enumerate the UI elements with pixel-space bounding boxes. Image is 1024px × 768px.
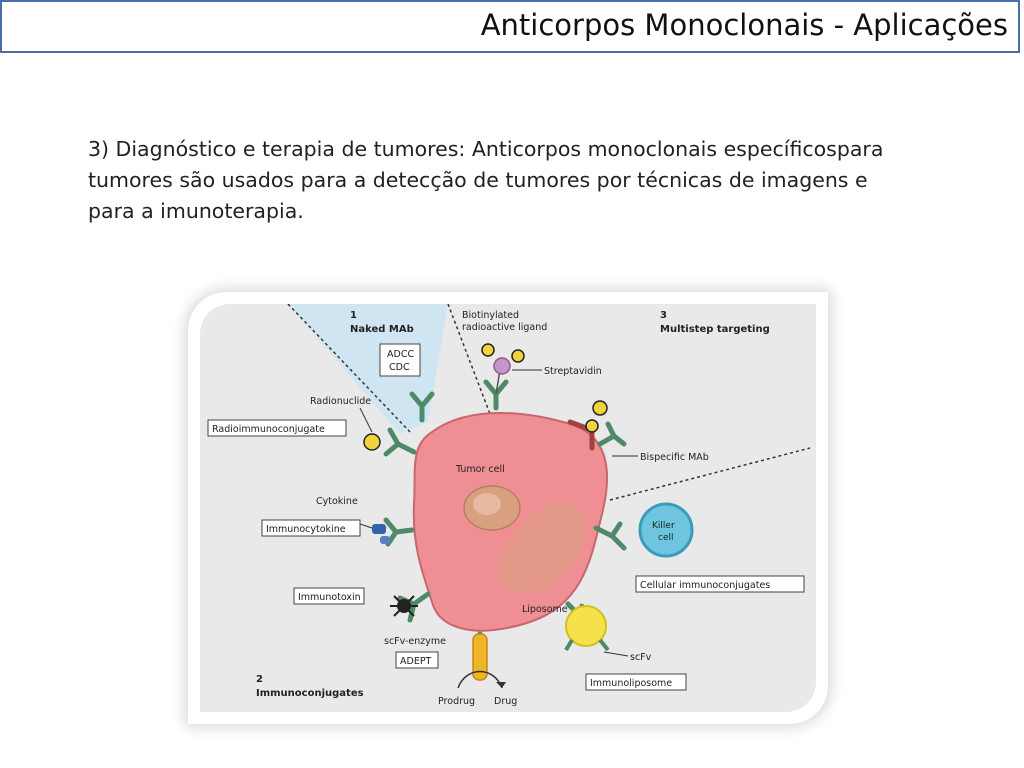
title-bar: Anticorpos Monoclonais - Aplicações <box>0 0 1020 53</box>
antibody-right-1 <box>593 521 627 551</box>
radioactive-ligand-icon-2 <box>511 349 525 363</box>
cellular-immunoconjugates-box <box>635 575 805 593</box>
figure-panel: 1 Naked MAb ADCC CDC Biotinylated radioa… <box>200 304 816 712</box>
antibody-top-2 <box>483 379 509 411</box>
bispecific-radionuclide-icon <box>592 400 608 416</box>
naked-mab-sector <box>288 304 448 434</box>
liposome-icon <box>565 605 607 647</box>
adept-box <box>395 651 439 669</box>
radioimmunoconjugate-label: Radioimmunoconjugate <box>212 424 325 435</box>
adcc-cdc-box <box>379 343 421 377</box>
section2-title: Immunoconjugates <box>256 688 364 699</box>
immunotoxin-label: Immunotoxin <box>298 592 361 603</box>
cytokine-label: Cytokine <box>316 496 358 507</box>
immunotoxin-box <box>293 587 365 605</box>
radionuclide-icon <box>363 433 381 451</box>
antibody-bispecific <box>597 421 627 447</box>
scfv-leader <box>603 651 629 657</box>
prodrug-label: Prodrug <box>438 696 475 707</box>
immunocytokine-label: Immunocytokine <box>266 524 346 535</box>
tumor-cell-shading <box>497 502 586 595</box>
bispecific-radionuclide-icon-2 <box>585 419 599 433</box>
cellular-immunoconjugates-label: Cellular immunoconjugates <box>640 580 770 591</box>
liposome-scfv <box>564 638 610 652</box>
section2-number: 2 <box>256 674 263 685</box>
cytokine-icon-2 <box>380 536 390 544</box>
antibody-left-1 <box>383 427 417 457</box>
radioactive-ligand-icon <box>481 343 495 357</box>
drug-label: Drug <box>494 696 517 707</box>
section1-title: Naked MAb <box>350 324 414 335</box>
section3-number: 3 <box>660 310 667 321</box>
biotinylated-label-line1: Biotinylated <box>462 310 519 321</box>
adept-label: ADEPT <box>400 656 432 667</box>
scfv-label: scFv <box>630 652 652 663</box>
immunocytokine-box <box>261 519 361 537</box>
streptavidin-icon <box>493 357 511 375</box>
mab-applications-diagram: 1 Naked MAb ADCC CDC Biotinylated radioa… <box>207 304 811 707</box>
sector-boundary-mid <box>447 304 491 415</box>
scfv-enzyme-label: scFv-enzyme <box>384 636 446 647</box>
radionuclide-leader <box>359 407 373 433</box>
immunotoxin-spikes <box>390 595 418 617</box>
liposome-label: Liposome <box>522 604 568 615</box>
adcc-label: ADCC <box>387 349 414 360</box>
sector-boundary-right <box>609 447 811 501</box>
immunoliposome-box <box>585 673 687 691</box>
cytokine-icon <box>372 524 386 534</box>
figure-frame: 1 Naked MAb ADCC CDC Biotinylated radioa… <box>188 292 828 724</box>
tumor-cell-label: Tumor cell <box>455 464 505 475</box>
streptavidin-label: Streptavidin <box>544 366 602 377</box>
killer-cell-label-line1: Killer <box>652 521 675 531</box>
body-paragraph: 3) Diagnóstico e terapia de tumores: Ant… <box>88 137 884 223</box>
killer-cell-icon <box>638 502 694 558</box>
killer-cell-label-line2: cell <box>658 533 674 543</box>
tumor-nucleolus <box>473 493 501 515</box>
cytokine-leader <box>359 523 373 529</box>
section3-title: Multistep targeting <box>660 324 770 335</box>
bispecific-label: Bispecific MAb <box>640 452 709 463</box>
radioimmunoconjugate-box <box>207 419 347 437</box>
radionuclide-label: Radionuclide <box>310 396 371 407</box>
prodrug-arrowhead <box>496 682 506 688</box>
scfv-enzyme-icon <box>472 633 488 681</box>
immunoliposome-label: Immunoliposome <box>590 678 672 689</box>
biotinylated-label-line2: radioactive ligand <box>462 322 547 333</box>
slide-title: Anticorpos Monoclonais - Aplicações <box>480 8 1008 42</box>
section1-number: 1 <box>350 310 357 321</box>
antibody-top-1 <box>409 391 435 423</box>
cdc-label: CDC <box>389 362 410 373</box>
